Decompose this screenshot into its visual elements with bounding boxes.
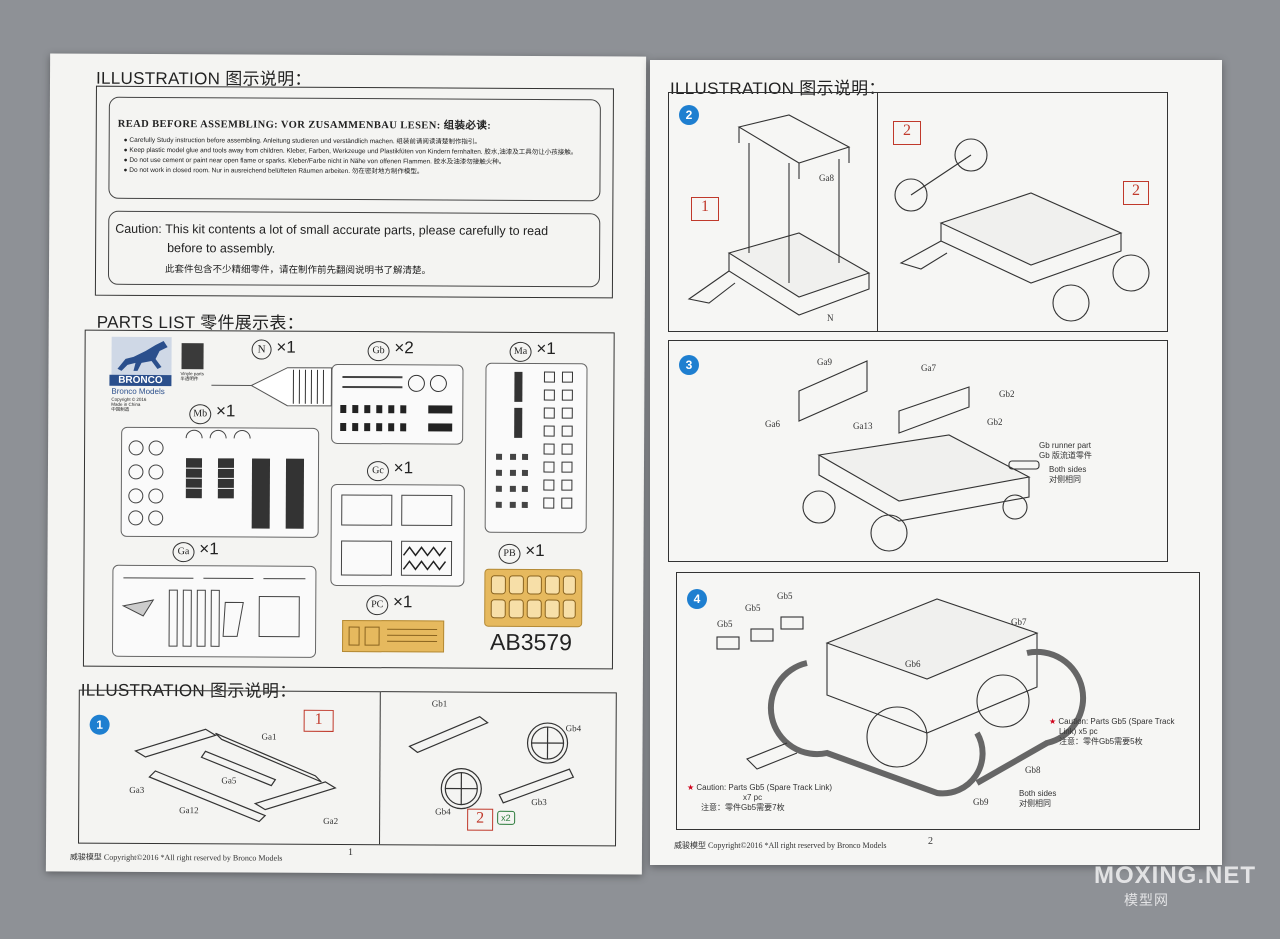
caution-spare-links-b: ★ Caution: Parts Gb5 (Spare Track Link)x… [687, 783, 833, 812]
sprue-label-Ga: Ga ×1 [172, 539, 219, 563]
wheels-attach-drawing [894, 138, 1150, 322]
part-label: Ga8 [819, 173, 834, 183]
pe-fret-PC [342, 619, 445, 653]
step-1-divider [379, 692, 381, 845]
list-item: ● Do not work in closed room. Nur in aus… [123, 166, 424, 176]
star-icon: ★ [687, 783, 695, 792]
read-before-list: ● Carefully Study instruction before ass… [124, 136, 594, 178]
trailer-bed-drawing [687, 114, 871, 316]
part-label: Gb3 [531, 796, 547, 808]
multiplier-badge: x2 [497, 810, 515, 825]
step-number: 1 [89, 714, 110, 735]
footer-text: 威骏模型 Copyright©2016 *All right reserved … [69, 852, 283, 863]
ref-box: 2 [467, 808, 494, 831]
instruction-page-left: ILLUSTRATION 图示说明： READ BEFORE ASSEMBLIN… [45, 53, 647, 875]
step-number: 2 [679, 105, 699, 125]
part-label: Ga1 [261, 731, 277, 742]
part-label: Ga5 [221, 775, 237, 786]
part-label: Ga6 [765, 419, 780, 429]
caution-line-2: before to assembly. [167, 241, 276, 256]
caution-line-3: 此套件包含不少精细零件，请在制作前先翻阅说明书了解清楚。 [164, 264, 432, 277]
step-3-box: 3 Ga9 Ga7 Gb2 Gb2 Ga6 Ga13 Gb runner par… [668, 340, 1168, 562]
caution-line-1: This kit contents a lot of small accurat… [165, 222, 549, 239]
part-label: Gb2 [999, 389, 1015, 399]
brand-made-cn: 中国制造 [111, 406, 130, 412]
read-before-box: READ BEFORE ASSEMBLING: VOR ZUSAMMENBAU … [108, 96, 601, 202]
pe-fret-PB [484, 568, 583, 628]
bronco-horse-logo [111, 336, 172, 378]
part-label: Gb5 [745, 603, 761, 613]
step-1-box: 1 1 Ga1 Ga5 Ga3 Ga12 Ga2 [78, 689, 617, 847]
sprue-label-Ma: Ma ×1 [509, 339, 556, 362]
caution-box: Caution: This kit contents a lot of smal… [107, 210, 601, 288]
sprue-Ma-drawing [484, 362, 588, 534]
sprue-Gb-drawing [331, 363, 464, 445]
part-label: Ga12 [179, 805, 199, 816]
sprue-label-PB: PB ×1 [498, 541, 545, 564]
part-label: Ga2 [323, 815, 339, 826]
step-2-divider [877, 93, 878, 331]
step-2-box: 2 1 Ga8 N 2 2 [668, 92, 1168, 332]
step-number: 3 [679, 355, 699, 375]
step-4-box: 4 Gb5 Gb5 Gb5 Gb7 Gb6 Gb8 Gb9 ★ Caution:… [676, 572, 1200, 830]
part-label: N [827, 313, 834, 323]
watermark-sub: 模型网 [1124, 892, 1169, 908]
part-label: Ga3 [129, 784, 145, 795]
sprue-label-PC: PC ×1 [366, 592, 412, 616]
part-label: Gb7 [1011, 617, 1027, 627]
parts-list-box: BRONCO Bronco Models Copyright © 2016 Ma… [82, 329, 615, 670]
part-label: Ga7 [921, 363, 936, 373]
brand-sub: Bronco Models [111, 386, 165, 397]
vinyl-label: Vinyle parts 半透明件 [180, 371, 204, 382]
sprue-label-Gc: Gc ×1 [366, 458, 413, 482]
instruction-page-right: ILLUSTRATION 图示说明： 2 1 Ga8 N 2 2 [650, 60, 1222, 865]
part-label: Gb5 [777, 591, 793, 601]
wheel-assembly-drawing [408, 716, 575, 810]
track-assembly-drawing [716, 598, 1087, 797]
safety-box: READ BEFORE ASSEMBLING: VOR ZUSAMMENBAU … [94, 85, 614, 299]
brand-name: BRONCO [109, 374, 172, 387]
ref-box: 2 [1123, 181, 1149, 205]
axle-assembly-drawing [134, 728, 337, 823]
page-number: 2 [928, 836, 933, 847]
part-label: Gb6 [905, 659, 921, 669]
sprue-Ga-drawing [111, 564, 317, 658]
part-label: Gb8 [1025, 765, 1041, 775]
part-label: Gb4 [435, 806, 451, 817]
sprue-Gc-drawing [330, 483, 465, 587]
part-label: Gb4 [565, 723, 582, 734]
sprue-Mb-drawing [120, 426, 320, 538]
part-label: Ga13 [853, 421, 873, 431]
sprue-label-N: N ×1 [251, 338, 296, 360]
ref-box: 2 [893, 121, 921, 145]
part-label: Gb5 [717, 619, 733, 629]
kit-code: AB3579 [490, 628, 572, 656]
read-before-title: READ BEFORE ASSEMBLING: VOR ZUSAMMENBAU … [117, 118, 492, 132]
step-number: 4 [687, 589, 707, 609]
ref-box: 1 [691, 197, 719, 221]
part-label: Gb1 [431, 698, 448, 709]
illustration-header: ILLUSTRATION 图示说明： [670, 79, 886, 98]
watermark-main: MOXING.NET [1094, 862, 1257, 889]
vinyl-part-swatch [181, 343, 204, 370]
footer-text: 威骏模型 Copyright©2016 *All right reserved … [674, 841, 887, 850]
side-panels-drawing [798, 360, 1040, 552]
sprue-label-Gb: Gb ×2 [367, 338, 414, 362]
star-icon: ★ [1049, 717, 1057, 726]
caution-label: Caution: [115, 221, 162, 237]
page-number: 1 [347, 847, 353, 859]
part-label: Gb2 [987, 417, 1003, 427]
part-label: Gb9 [973, 797, 989, 807]
sprue-N-drawing [211, 367, 333, 407]
part-label: Ga9 [817, 357, 832, 367]
